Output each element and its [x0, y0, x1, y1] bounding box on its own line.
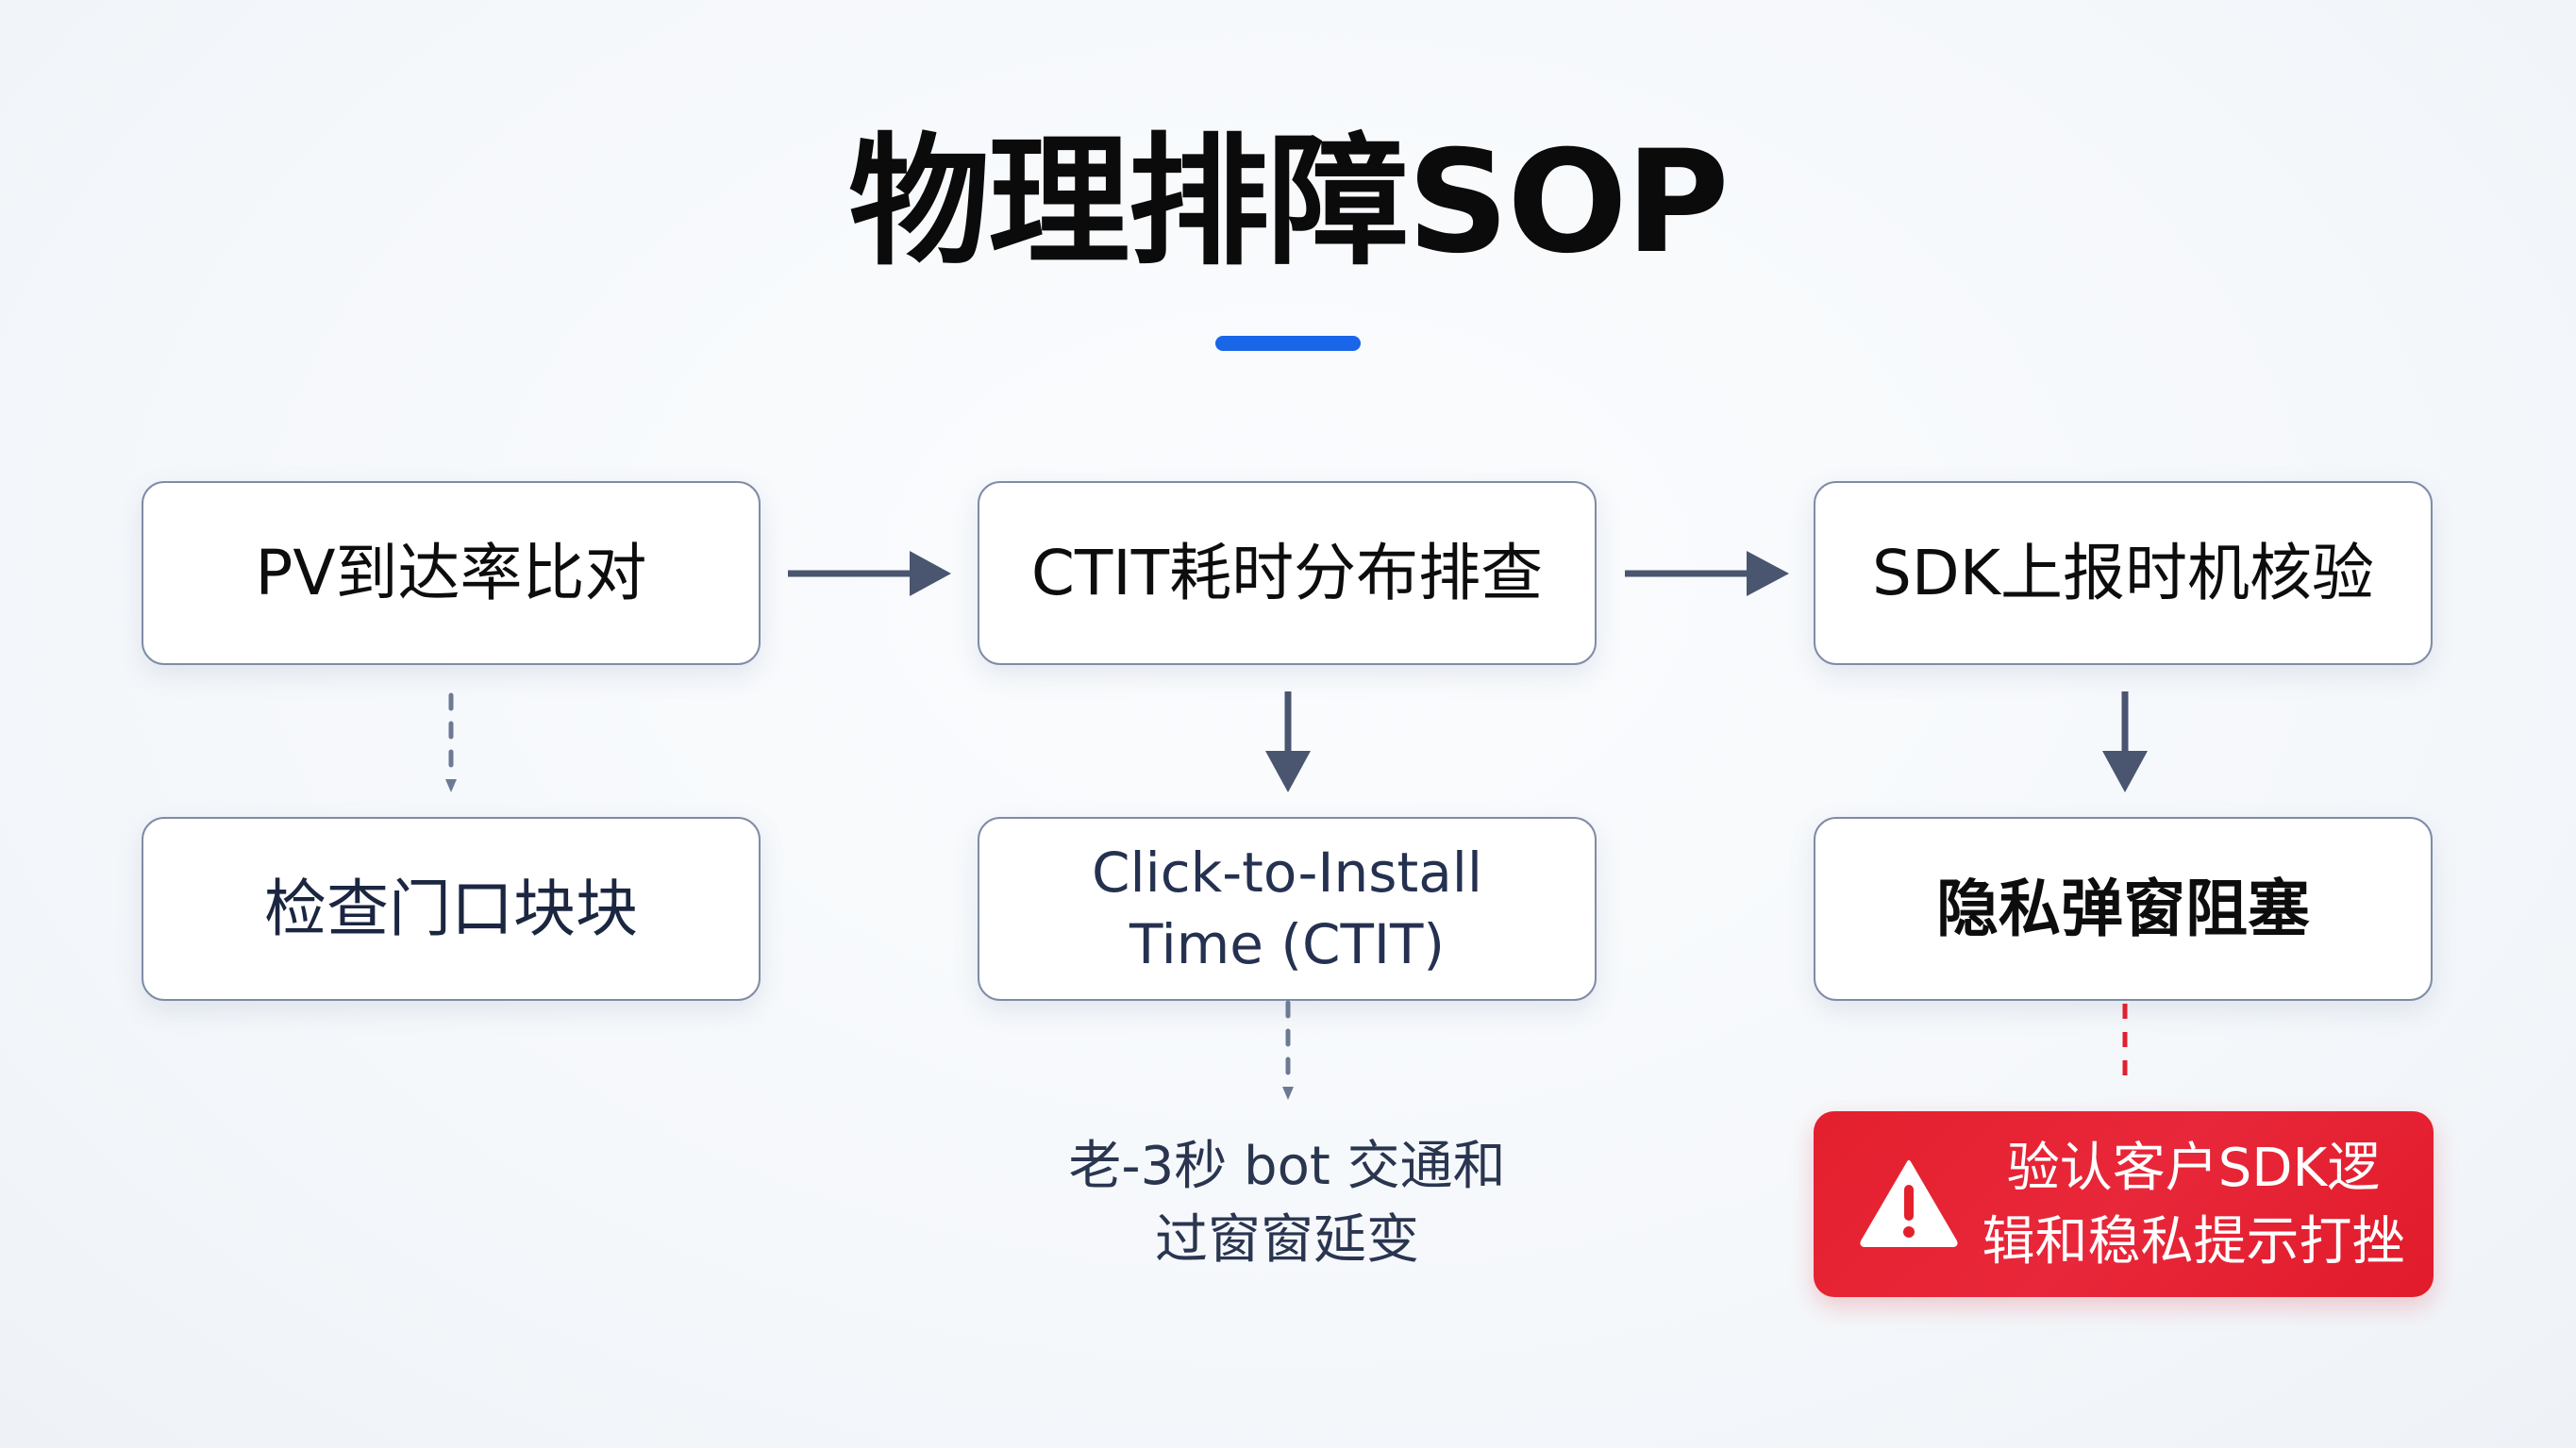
alert-box[interactable]: 验认客户SDK逻 辑和稳私提示打挫: [1814, 1111, 2434, 1297]
step-pv-arrival-rate[interactable]: PV到达率比对: [142, 481, 761, 665]
substep-line: Time (CTIT): [1129, 911, 1446, 976]
arrow-down-icon: [1265, 691, 1311, 792]
annotation-line: 过窗窗延变: [1155, 1209, 1419, 1271]
step-sdk-report-timing[interactable]: SDK上报时机核验: [1814, 481, 2433, 665]
dashed-arrow-down-icon: [1282, 1000, 1294, 1100]
annotation-line: 老-3秒 bot 交通和: [1068, 1136, 1506, 1197]
arrow-down-icon: [2102, 691, 2148, 792]
alert-text: 验认客户SDK逻 辑和稳私提示打挫: [1982, 1132, 2405, 1279]
ctit-annotation: 老-3秒 bot 交通和 过窗窗延变: [978, 1130, 1597, 1277]
arrow-right-icon: [1625, 551, 1789, 596]
step-label: PV到达率比对: [255, 536, 647, 609]
warning-icon: [1860, 1160, 1958, 1247]
title-underline: [1215, 336, 1361, 351]
alert-line: 辑和稳私提示打挫: [1982, 1211, 2405, 1273]
step-label: SDK上报时机核验: [1872, 536, 2374, 609]
step-ctit-distribution[interactable]: CTIT耗时分布排查: [978, 481, 1597, 665]
substep-label: Click-to-Install Time (CTIT): [1092, 838, 1482, 980]
arrow-right-icon: [788, 551, 951, 596]
page-title: 物理排障SOP: [848, 121, 1729, 285]
substep-ctit-definition[interactable]: Click-to-Install Time (CTIT): [978, 817, 1597, 1001]
substep-label: 隐私弹窗阻塞: [1936, 872, 2310, 945]
substep-privacy-popup-block[interactable]: 隐私弹窗阻塞: [1814, 817, 2433, 1001]
substep-label: 检查门口块块: [264, 872, 638, 945]
substep-check-entrance[interactable]: 检查门口块块: [142, 817, 761, 1001]
alert-line: 验认客户SDK逻: [2006, 1138, 2381, 1199]
dashed-arrow-down-icon: [445, 692, 457, 792]
step-label: CTIT耗时分布排查: [1030, 536, 1544, 609]
substep-line: Click-to-Install: [1092, 841, 1482, 906]
